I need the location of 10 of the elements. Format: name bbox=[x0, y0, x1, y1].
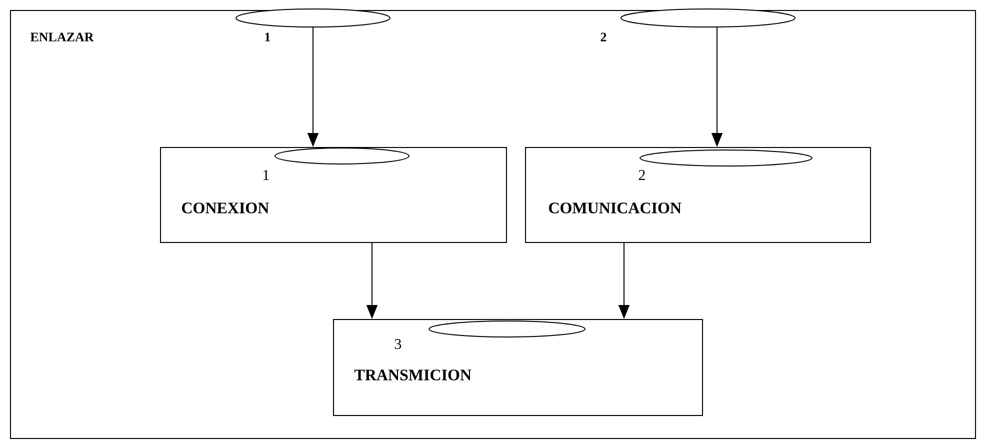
ellipse-number: 2 bbox=[600, 32, 606, 42]
ellipse-number: 1 bbox=[265, 32, 270, 42]
process-box: 3 TRANSMICION bbox=[333, 319, 703, 416]
process-box: 1 CONEXION bbox=[160, 147, 507, 243]
ellipse bbox=[640, 150, 813, 166]
ellipse bbox=[274, 148, 410, 164]
ellipse bbox=[236, 8, 390, 28]
ellipse bbox=[620, 8, 796, 28]
ellipse bbox=[428, 320, 586, 338]
process-box: 2 COMUNICACION bbox=[525, 147, 872, 243]
